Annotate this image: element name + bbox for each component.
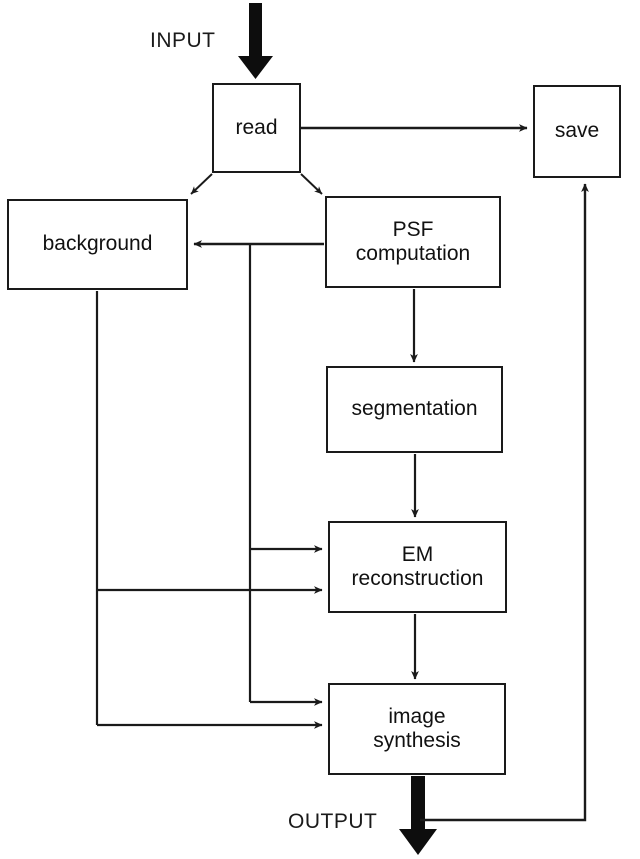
node-psf-computation-label: PSF computation <box>355 217 471 265</box>
edge-read-to-psf <box>300 173 323 195</box>
node-background[interactable]: background <box>7 199 188 290</box>
node-background-label: background <box>42 232 153 256</box>
node-read[interactable]: read <box>212 83 301 173</box>
node-image-synthesis[interactable]: image synthesis <box>328 683 506 775</box>
node-save-label: save <box>554 119 600 143</box>
edge-read-to-background <box>190 173 213 195</box>
node-em-reconstruction-label: EM reconstruction <box>351 542 484 590</box>
edge-output-feedback-to-save <box>420 183 589 822</box>
node-em-reconstruction[interactable]: EM reconstruction <box>328 521 507 613</box>
edge-synthesis-to-output <box>399 776 437 855</box>
edge-input-to-read <box>238 3 273 79</box>
node-segmentation-label: segmentation <box>351 397 478 421</box>
input-label: INPUT <box>150 29 216 52</box>
output-label: OUTPUT <box>288 810 378 833</box>
node-read-label: read <box>235 115 278 139</box>
node-save[interactable]: save <box>533 85 621 178</box>
node-image-synthesis-label: image synthesis <box>373 704 461 752</box>
node-segmentation[interactable]: segmentation <box>326 366 503 453</box>
node-psf-computation[interactable]: PSF computation <box>325 196 501 288</box>
